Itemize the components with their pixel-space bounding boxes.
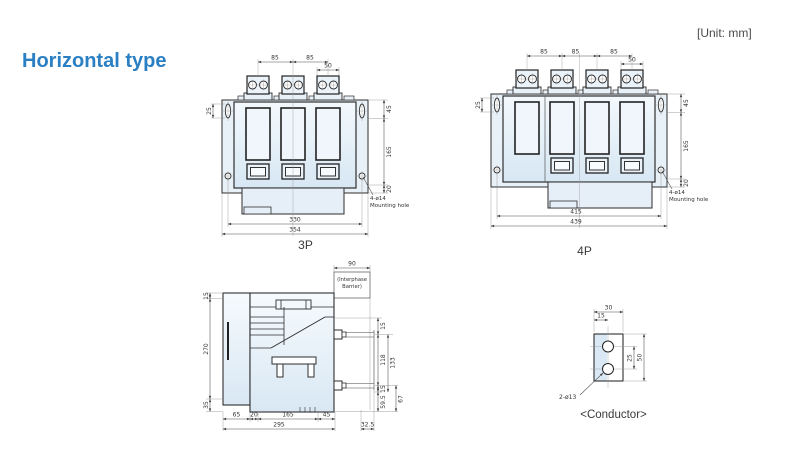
terminal-stub-lower [333,380,374,391]
dim-side-bottom-45: 45 [323,412,331,419]
terminal-stub-upper [333,329,374,340]
dim-3p-slot: 25 [206,107,213,115]
mounting-slot-right [656,95,666,115]
drawing-4p-front-view: 85 85 85 50 25 45 165 20 4-ø14 Mounting … [475,49,709,229]
dim-4p-outer-width: 439 [570,219,582,226]
dim-4p-terminal-width: 50 [628,57,636,64]
mounting-hole-left [223,171,233,181]
side-profile [222,292,335,413]
dim-side-right-133: 133 [390,357,397,369]
barrier-label-1: (Interphase [337,277,367,283]
dim-side-left-top: 15 [203,292,210,300]
dim-4p-inner-width: 415 [570,209,582,216]
mounting-slot-left [223,101,233,121]
drawing-side-view: 90 (Interphase Barrier) [203,261,405,431]
dim-side-bottom-165: 165 [282,412,294,419]
dim-side-right-595: 59.5 [380,395,387,409]
dim-3p-pitch2: 85 [306,55,314,62]
dim-4p-pitch2: 85 [572,49,580,56]
note-4p-mount-2: Mounting hole [669,197,709,203]
dim-side-right-15a: 15 [380,322,387,330]
dim-3p-right-bottom: 20 [386,185,393,193]
dim-4p-pitch1: 85 [540,49,548,56]
dim-side-bottom-20: 20 [250,412,258,419]
dim-side-right-67: 67 [398,395,405,403]
label-4p: 4P [577,244,592,258]
conductor-hole-bottom [602,363,614,375]
dim-4p-right-top: 45 [683,99,690,107]
dim-conductor-width: 30 [605,305,613,312]
dim-conductor-hole-pitch: 25 [627,354,634,362]
label-3p: 3P [298,238,313,252]
dim-3p-terminal-width: 50 [324,63,332,70]
pole-units [514,101,645,155]
base-extension [547,181,653,209]
barrier-label-2: Barrier) [342,284,362,290]
dim-conductor-height: 50 [637,354,644,362]
terminal-windows [550,157,644,174]
dim-4p-right-side: 165 [683,140,690,152]
conductor-hole-top [602,340,614,353]
drawing-3p-front-view: 85 85 50 25 45 165 20 4-ø14 Mounting hol… [206,55,410,237]
note-conductor-holes: 2-ø13 [559,394,576,401]
note-4p-mount-1: 4-ø14 [669,190,685,196]
mounting-slot-left [492,95,502,115]
top-terminal-blocks [512,69,647,95]
dim-side-right-15b: 15 [380,385,387,393]
dim-3p-pitch1: 85 [271,55,279,62]
interphase-barrier: (Interphase Barrier) [333,271,371,410]
dim-side-right-118: 118 [380,354,387,366]
dim-3p-outer-width: 354 [289,227,301,234]
dim-4p-pitch3: 85 [610,49,618,56]
dim-4p-right-bottom: 20 [683,179,690,187]
mounting-slot-right [357,101,367,121]
dim-conductor-hole-offset: 15 [597,313,605,320]
dim-side-left-base: 35 [203,401,210,409]
unit-note: [Unit: mm] [697,26,752,40]
drawing-conductor-detail: 30 15 25 50 2-ø13 [559,305,647,401]
dim-3p-right-side: 165 [386,146,393,158]
dim-side-left-height: 270 [203,343,210,355]
dim-side-barrier-width: 90 [348,261,356,268]
dim-side-bottom-295: 295 [273,422,285,429]
dim-4p-slot: 25 [475,101,482,109]
label-conductor: <Conductor> [580,409,647,421]
note-3p-mount-1: 4-ø14 [370,196,386,202]
page-title: Horizontal type [22,50,167,72]
dim-side-bottom-65: 65 [233,412,241,419]
dim-side-bottom-325: 32.5 [361,422,375,429]
dim-3p-inner-width: 330 [289,217,301,224]
note-3p-mount-2: Mounting hole [370,203,410,209]
dim-3p-right-top: 45 [386,105,393,113]
